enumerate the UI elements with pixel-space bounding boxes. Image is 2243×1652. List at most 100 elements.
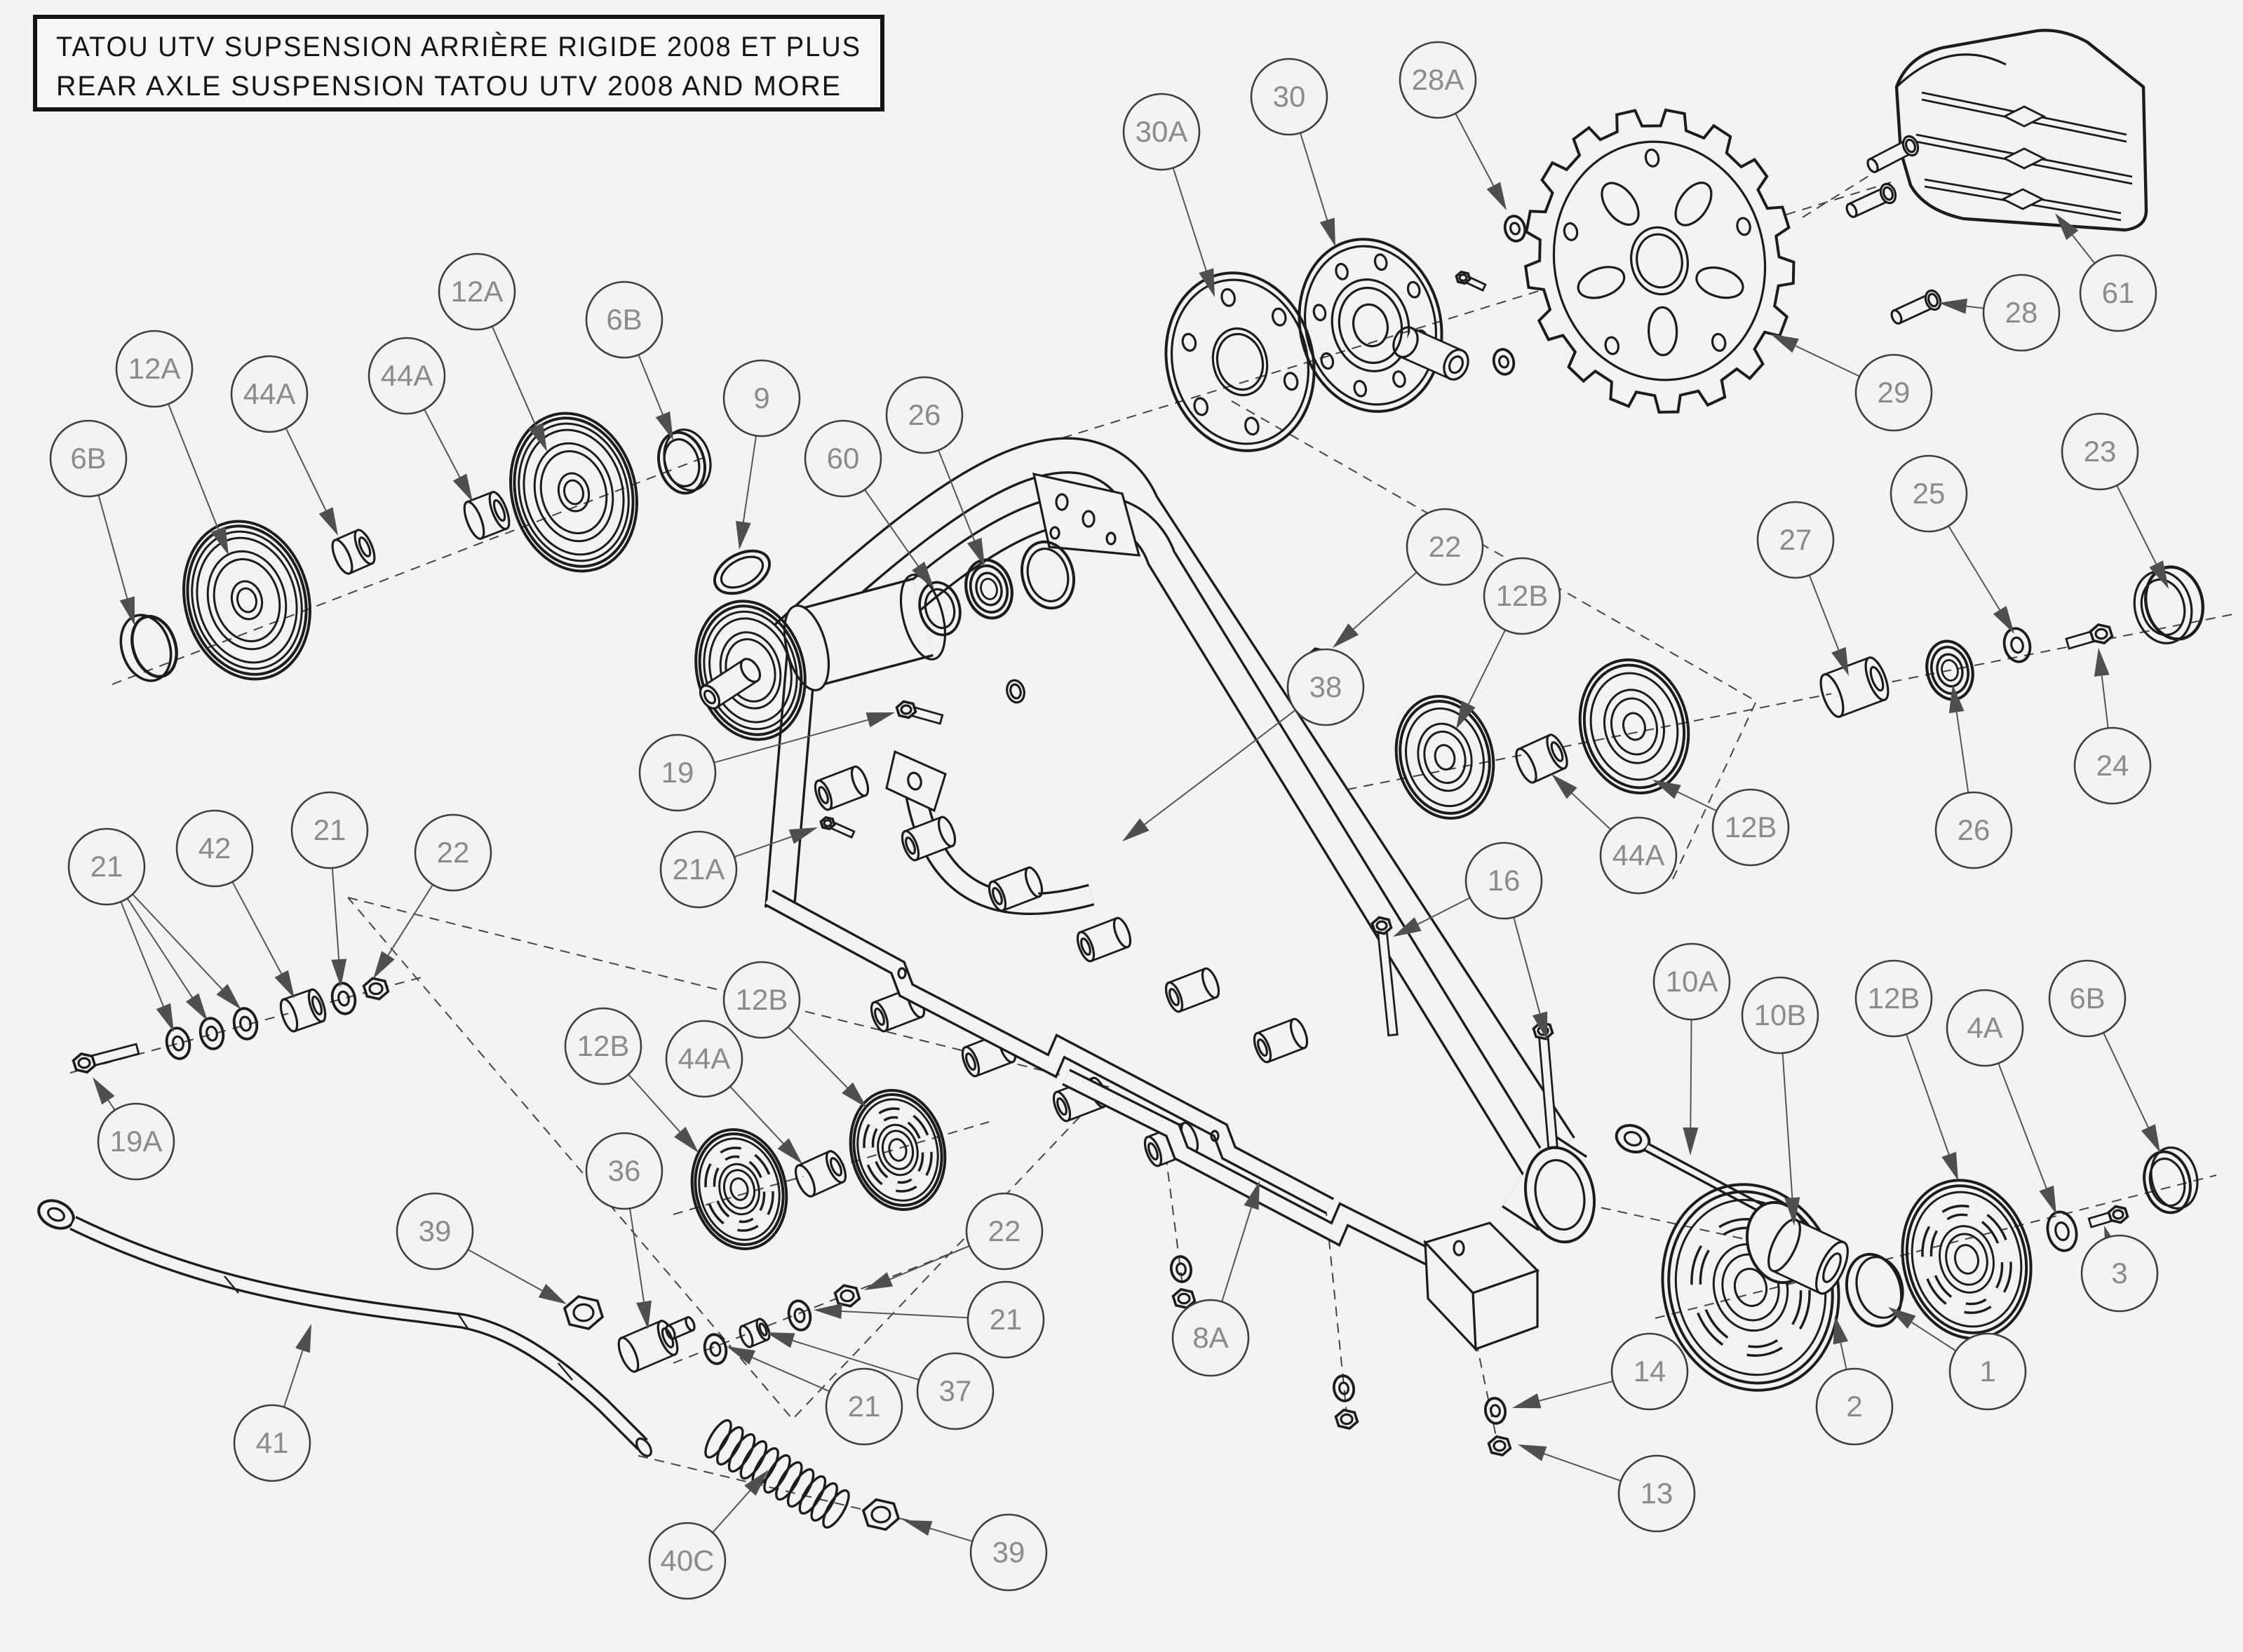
rail-front xyxy=(764,889,1335,1214)
callout-27-17: 27 xyxy=(1756,501,1835,579)
leader-arrowhead xyxy=(1512,1393,1542,1409)
track-cleat xyxy=(2000,188,2045,210)
leader-arrowhead xyxy=(864,1272,894,1290)
leader-arrowhead xyxy=(766,1332,795,1348)
nut xyxy=(1370,916,1393,935)
frame-weldment xyxy=(764,437,1596,1244)
callout-25-16: 25 xyxy=(1890,454,1968,533)
callout-label: 4A xyxy=(1967,1011,2002,1044)
callout-21-29: 21 xyxy=(290,791,369,869)
callout-circle xyxy=(885,376,964,454)
leader-arrowhead xyxy=(1551,774,1577,799)
leader-arrowhead xyxy=(788,827,818,844)
leader-arrowhead xyxy=(1993,606,2014,634)
callout-label: 26 xyxy=(908,398,941,431)
callout-6b-5: 6B xyxy=(585,280,664,359)
leader-arrowhead xyxy=(1652,780,1681,799)
callout-circle xyxy=(438,252,516,331)
callout-3-41: 3 xyxy=(2080,1234,2159,1313)
fastener-row-36 xyxy=(563,1284,861,1373)
callout-circle xyxy=(585,280,664,359)
nut xyxy=(1487,1435,1512,1457)
callout-label: 21 xyxy=(314,813,346,846)
wheel xyxy=(877,1123,919,1177)
callout-label: 12B xyxy=(736,983,788,1016)
leader-arrowhead xyxy=(865,712,895,728)
callout-23-15: 23 xyxy=(2061,412,2139,491)
bolts-28 xyxy=(1845,135,1942,325)
callout-8a-53: 8A xyxy=(1171,1299,1250,1377)
callout-9-6: 9 xyxy=(722,359,801,438)
leader-arrowhead xyxy=(1939,298,1968,314)
callout-label: 6B xyxy=(70,442,106,475)
callout-40c-51: 40C xyxy=(648,1522,727,1600)
exploded-parts xyxy=(37,29,2204,1531)
leader-arrowhead xyxy=(1532,1011,1548,1041)
callout-39-45: 39 xyxy=(396,1192,474,1271)
callout-label: 39 xyxy=(992,1536,1025,1569)
callout-circle xyxy=(1399,41,1477,119)
callout-label: 61 xyxy=(2102,276,2135,309)
callout-12b-19: 12B xyxy=(1483,557,1561,635)
callout-label: 12B xyxy=(577,1029,630,1062)
callout-38-20: 38 xyxy=(1286,648,1365,726)
title-line-french: TATOU UTV SUPSENSION ARRIÈRE RIGIDE 2008… xyxy=(56,31,861,62)
callout-36-44: 36 xyxy=(585,1132,664,1210)
callout-circle xyxy=(1406,508,1484,586)
callout-label: 12B xyxy=(1868,982,1920,1015)
callout-circle xyxy=(665,1020,743,1098)
leader-arrowhead xyxy=(1948,684,1965,714)
callout-label: 12A xyxy=(128,352,181,385)
left-wheel-group xyxy=(119,412,712,682)
callout-12b-23: 12B xyxy=(1711,788,1790,867)
callout-circle xyxy=(290,791,369,869)
callout-circle xyxy=(2080,1234,2159,1313)
far-right-axle-group xyxy=(1819,565,2204,718)
callout-44a-3: 44A xyxy=(368,337,446,415)
callout-21-49: 21 xyxy=(825,1367,903,1446)
nut xyxy=(2107,1205,2129,1224)
callout-label: 6B xyxy=(606,303,642,336)
callout-44a-2: 44A xyxy=(230,355,309,433)
wheel-slots xyxy=(704,1146,774,1232)
callout-circle xyxy=(1483,557,1561,635)
leader-arrowhead xyxy=(452,473,473,502)
guard-tab xyxy=(885,750,947,813)
title-box xyxy=(33,15,884,111)
nut xyxy=(72,1052,97,1074)
leader-arrowhead xyxy=(2094,648,2110,677)
callout-12a-4: 12A xyxy=(438,252,516,331)
callout-label: 27 xyxy=(1779,523,1812,556)
leader-arrowhead xyxy=(1770,334,1799,353)
sway-bar-41 xyxy=(37,1199,652,1457)
wheel xyxy=(718,1163,760,1216)
nut xyxy=(1334,1408,1359,1430)
callout-label: 44A xyxy=(678,1042,731,1075)
callout-circle xyxy=(1854,959,1933,1038)
callout-44a-35: 44A xyxy=(665,1020,743,1098)
title-line-english: REAR AXLE SUSPENSION TATOU UTV 2008 AND … xyxy=(56,71,842,102)
callout-circle xyxy=(1741,976,1819,1055)
track-cleat xyxy=(2002,147,2047,170)
callout-label: 2 xyxy=(1846,1390,1862,1423)
callout-circle xyxy=(1934,791,2013,869)
callout-circle xyxy=(1250,57,1328,136)
leader-arrowhead xyxy=(538,1284,567,1304)
leader-arrowhead xyxy=(216,984,241,1010)
nut xyxy=(563,1295,605,1330)
callout-circle xyxy=(1617,1454,1696,1533)
callout-circle xyxy=(825,1367,903,1446)
callout-19-25: 19 xyxy=(638,733,717,812)
nut xyxy=(819,815,836,831)
callout-circle xyxy=(659,830,738,909)
callout-circle xyxy=(396,1192,474,1271)
callout-circle xyxy=(230,355,309,433)
callout-circle xyxy=(1122,93,1201,171)
callout-label: 28A xyxy=(1412,63,1464,96)
callout-24-21: 24 xyxy=(2073,726,2152,805)
callout-44a-24: 44A xyxy=(1599,816,1678,895)
callout-label: 13 xyxy=(1641,1477,1673,1510)
callout-22-18: 22 xyxy=(1406,508,1484,586)
callout-60-7: 60 xyxy=(804,419,882,498)
